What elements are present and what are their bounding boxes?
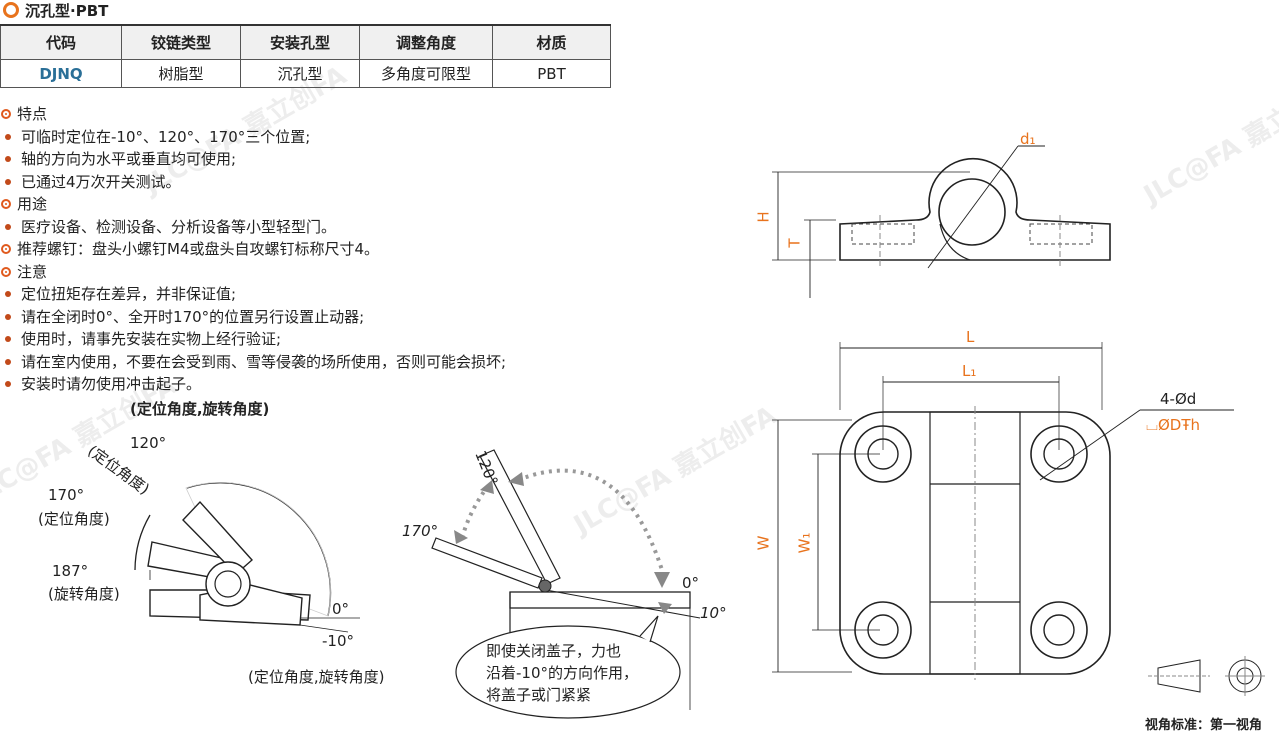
pin-hole [214,570,242,598]
label-L1: L₁ [962,362,977,380]
screw-recommendation: 推荐螺钉：盘头小螺钉M4或盘头自攻螺钉标称尺寸4。 [0,238,620,261]
label-minus10: -10° [322,632,354,650]
bullet-icon [5,156,11,163]
list-item: 可临时定位在-10°、120°、170°三个位置; [0,126,620,149]
label-d1: d₁ [1020,130,1036,148]
projection-symbol [1157,659,1201,693]
counterbore-hidden [1029,223,1093,245]
target-icon [1,109,11,120]
lid-minus10 [545,589,701,619]
bullet-icon [5,381,11,388]
col-code: 代码 [0,24,122,60]
technical-drawing [772,145,1265,696]
col-angle: 调整角度 [359,24,493,60]
bullet-icon [5,223,11,230]
hole-leader [1039,409,1141,481]
label-170: 170° [402,522,439,540]
lid-120 [479,449,561,585]
counterbore [1030,601,1088,659]
list-item: 安装时请勿使用冲击起子。 [0,373,620,396]
label-187: 187° [52,562,89,580]
arrowhead-icon [658,602,672,614]
target-icon [1,266,11,277]
col-material: 材质 [492,24,611,60]
callout-line: 将盖子或门紧紧 [486,686,592,704]
label-H: H [754,211,773,223]
usage-heading: 用途 [0,193,620,216]
spec-table: 代码 铰链类型 安装孔型 调整角度 材质 DJNQ 树脂型 沉孔型 多角度可限型… [0,24,611,88]
arrowhead-icon [508,472,524,486]
target-icon [1,199,11,210]
d1-leader [927,145,1019,269]
section-header: 沉孔型·PBT [0,0,108,20]
ring-icon [3,2,19,18]
list-item: 使用时，请事先安装在实物上经行验证; [0,328,620,351]
diagram1-bottom-caption: (定位角度,旋转角度) [248,668,385,686]
callout-line: 沿着-10°的方向作用， [486,664,639,682]
cell-hole-type: 沉孔型 [240,59,360,88]
label-T: T [785,238,804,248]
label-120: 120° [130,434,167,452]
hinge-pivot [538,579,552,593]
rotation-arc [134,514,151,571]
col-hole-type: 安装孔型 [240,24,360,60]
angle-diagram [134,482,360,633]
section-title: 沉孔型·PBT [25,1,109,20]
counterbore-hidden [851,223,915,245]
counterbore-note: ⌴ØDŦh [1146,416,1201,434]
arrow-170-120 [460,484,490,539]
label-170-note: (定位角度) [38,510,110,528]
table-header-row: 代码 铰链类型 安装孔型 调整角度 材质 [0,24,611,60]
arrowhead-icon [480,480,494,494]
col-hinge-type: 铰链类型 [121,24,241,60]
arrow-120-0 [517,468,664,571]
lid-diagram [431,449,701,719]
list-item: 请在室内使用，不要在会受到雨、雪等侵袭的场所使用，否则可能会损坏; [0,351,620,374]
notes-section: 特点 可临时定位在-10°、120°、170°三个位置; 轴的方向为水平或垂直均… [0,103,620,396]
bullet-icon [5,291,11,298]
label-W: W [754,535,773,551]
features-heading: 特点 [0,103,620,126]
label-0: 0° [682,574,700,592]
diagram1-top-caption: (定位角度,旋转角度) [130,400,270,418]
hole [1043,614,1075,646]
arrowhead-icon [454,530,468,544]
callout-bubble [455,625,681,719]
cell-material: PBT [492,59,611,88]
label-0: 0° [332,600,350,618]
label-170: 170° [48,486,85,504]
callout-line: 即使关闭盖子，力也 [486,642,622,660]
projection-standard: 视角标准：第一视角 [1145,718,1263,733]
hinge-leaf-120 [182,500,253,575]
lid-170 [431,537,543,589]
bullet-icon [5,178,11,185]
minus10-line [299,624,349,633]
callout-text: 即使关闭盖子，力也 沿着-10°的方向作用， 将盖子或门紧紧 [486,640,638,706]
hole-note: 4-Ød [1160,390,1197,408]
label-10: 10° [700,604,727,622]
side-view-hole [938,178,1006,246]
cell-code[interactable]: DJNQ [0,59,122,88]
list-item: 轴的方向为水平或垂直均可使用; [0,148,620,171]
bullet-icon [5,133,11,140]
sweep-area [185,482,331,617]
target-icon [1,244,11,255]
list-item: 请在全闭时0°、全开时170°的位置另行设置止动器; [0,306,620,329]
arrowhead-icon [654,572,670,588]
cell-angle: 多角度可限型 [359,59,493,88]
label-L: L [966,328,975,346]
list-item: 医疗设备、检测设备、分析设备等小型轻型门。 [0,216,620,239]
list-item: 定位扭矩存在差异，并非保证值; [0,283,620,306]
callout-tail [639,615,659,643]
list-item: 已通过4万次开关测试。 [0,171,620,194]
bullet-icon [5,313,11,320]
label-W1: W₁ [795,532,814,554]
cell-hinge-type: 树脂型 [121,59,241,88]
bullet-icon [5,358,11,365]
knuckle-curve [939,223,971,261]
bullet-icon [5,336,11,343]
table-row: DJNQ 树脂型 沉孔型 多角度可限型 PBT [0,59,611,88]
caution-heading: 注意 [0,261,620,284]
label-187-note: (旋转角度) [48,585,120,603]
